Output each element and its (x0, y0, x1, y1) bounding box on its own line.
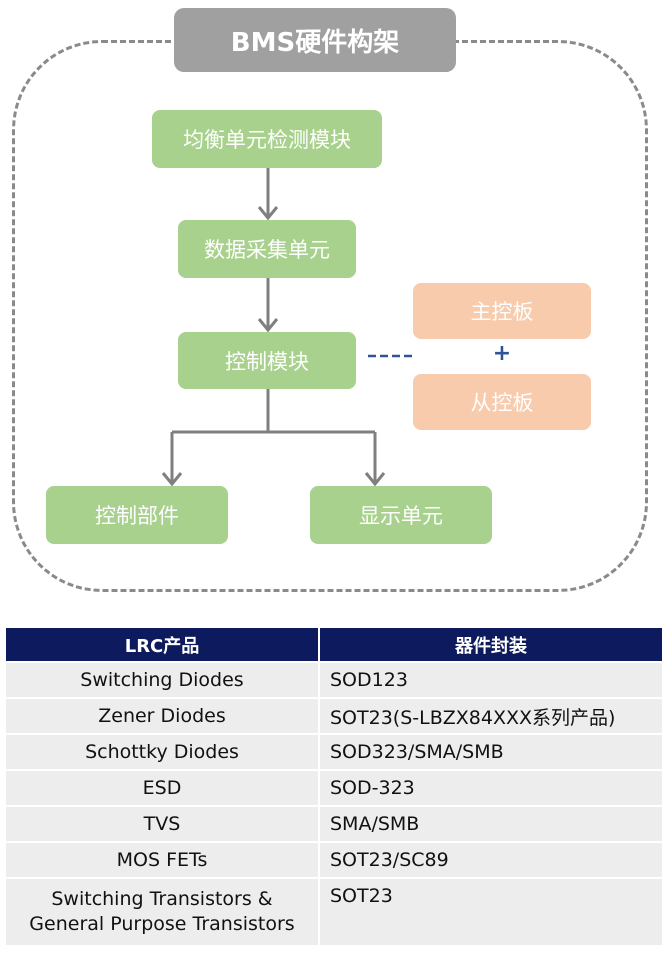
node-data-acquisition: 数据采集单元 (178, 220, 356, 278)
cell-product: Schottky Diodes (6, 733, 320, 770)
header-package: 器件封装 (319, 628, 662, 662)
cell-product-line-2: General Purpose Transistors (29, 913, 295, 935)
cell-product: TVS (6, 805, 320, 842)
cell-package: SOT23 (319, 877, 662, 945)
cell-product: ESD (6, 769, 320, 806)
table-row: Switching Transistors & General Purpose … (6, 877, 662, 945)
table-header-row: LRC产品 器件封装 (6, 628, 662, 662)
node-control-parts: 控制部件 (46, 486, 228, 544)
node-slave-board: 从控板 (413, 374, 591, 430)
cell-package: SOD123 (319, 661, 662, 698)
cell-package: SOT23/SC89 (319, 841, 662, 878)
node-control-module: 控制模块 (178, 332, 356, 389)
arrowhead-data-to-control (257, 318, 279, 333)
table-row: Zener Diodes SOT23(S-LBZX84XXX系列产品) (6, 697, 662, 734)
plus-sign: + (492, 341, 512, 366)
table-row: Switching Diodes SOD123 (6, 661, 662, 698)
table-row: TVS SMA/SMB (6, 805, 662, 842)
node-display-unit: 显示单元 (310, 486, 492, 544)
table-row: Schottky Diodes SOD323/SMA/SMB (6, 733, 662, 770)
header-product: LRC产品 (6, 628, 320, 662)
cell-package: SMA/SMB (319, 805, 662, 842)
cell-product: Zener Diodes (6, 697, 320, 734)
connector-lines (161, 168, 412, 487)
arrowhead-to-display-unit (364, 472, 386, 487)
bms-hardware-diagram: BMS硬件构架 均衡单元检测模块 数据采集单元 控制模块 控制部件 显示单元 主… (12, 8, 648, 592)
diagram-title: BMS硬件构架 (174, 8, 456, 72)
arrowhead-balance-to-data (257, 206, 279, 221)
cell-package: SOT23(S-LBZX84XXX系列产品) (319, 697, 662, 734)
cell-package: SOD323/SMA/SMB (319, 733, 662, 770)
table-row: ESD SOD-323 (6, 769, 662, 806)
cell-product-line-1: Switching Transistors & (51, 888, 273, 910)
node-master-board: 主控板 (413, 283, 591, 339)
cell-product: Switching Diodes (6, 661, 320, 698)
cell-product: Switching Transistors & General Purpose … (6, 877, 320, 945)
node-balance-detect: 均衡单元检测模块 (152, 110, 382, 168)
arrowhead-to-control-parts (161, 472, 183, 487)
table-row: MOS FETs SOT23/SC89 (6, 841, 662, 878)
cell-package: SOD-323 (319, 769, 662, 806)
cell-product: MOS FETs (6, 841, 320, 878)
product-package-table: LRC产品 器件封装 Switching Diodes SOD123 Zener… (6, 628, 662, 945)
